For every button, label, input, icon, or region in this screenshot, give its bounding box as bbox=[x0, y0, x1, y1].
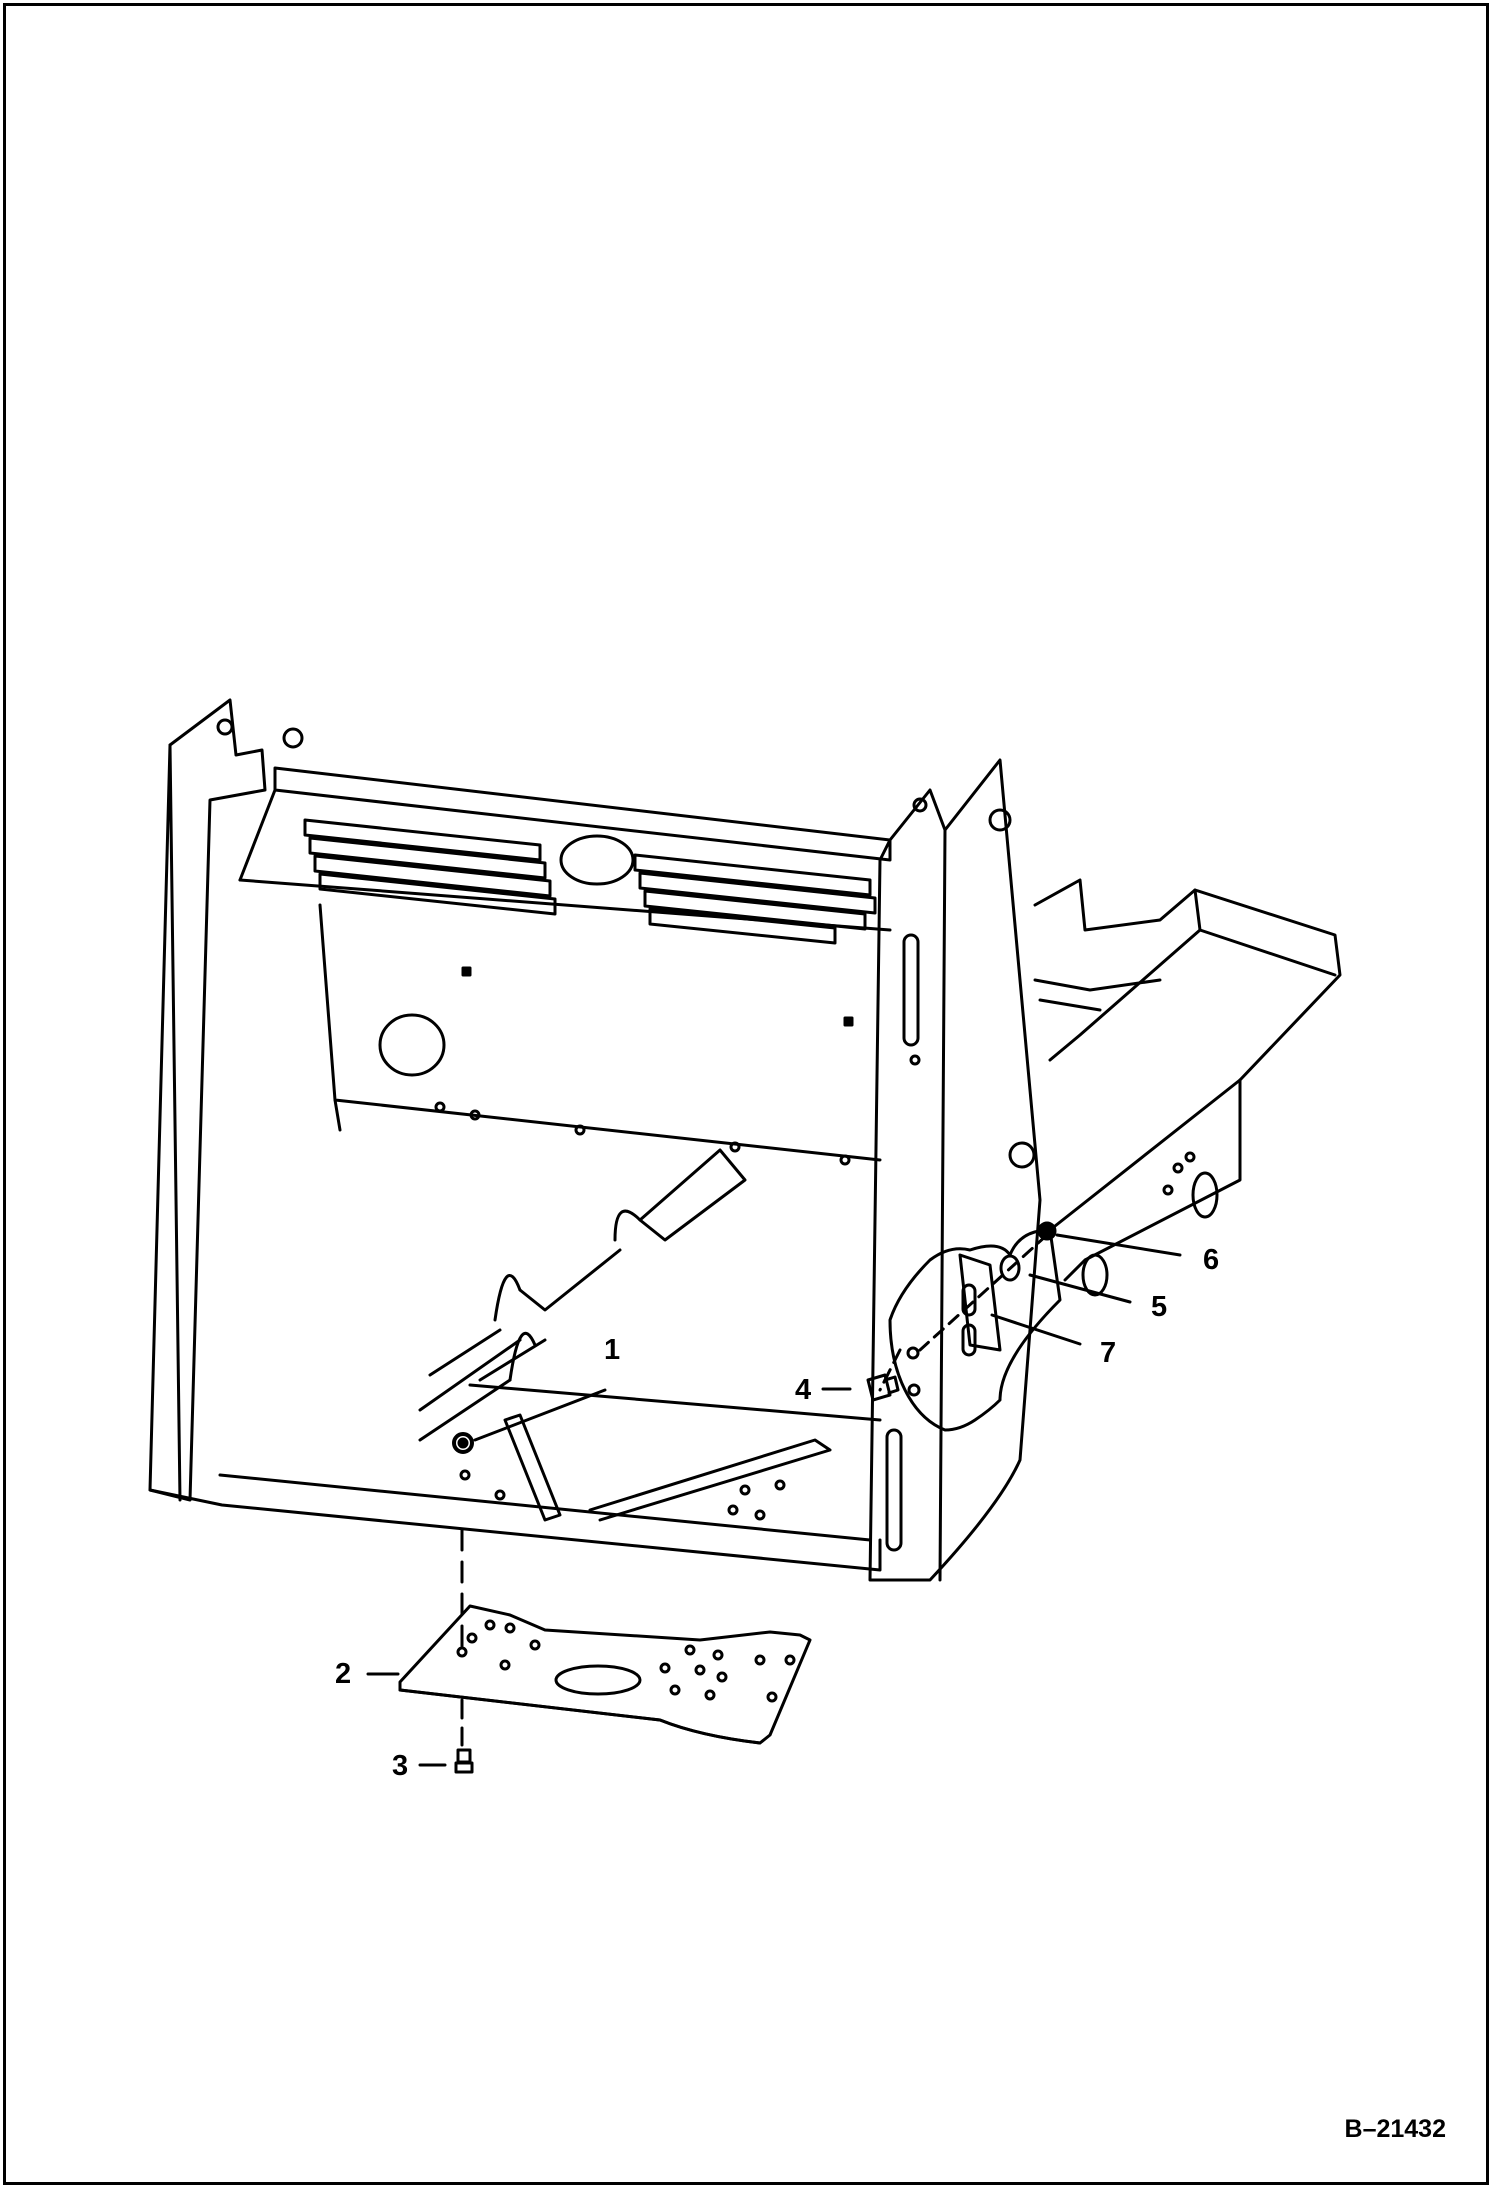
callout-6: 6 bbox=[1203, 1244, 1220, 1276]
callout-2: 2 bbox=[335, 1658, 352, 1690]
callout-3: 3 bbox=[392, 1750, 409, 1782]
top-grill bbox=[238, 766, 892, 945]
leader-lines bbox=[366, 1233, 1182, 1767]
figure-id: B–21432 bbox=[1344, 2115, 1446, 2143]
callout-4: 4 bbox=[795, 1374, 812, 1406]
right-rail bbox=[1033, 878, 1342, 1297]
floor-crossmembers bbox=[218, 1148, 882, 1542]
back-wall bbox=[318, 903, 882, 1166]
bolt-part-3 bbox=[454, 1748, 474, 1774]
right-side-panel bbox=[868, 758, 1042, 1582]
callout-7: 7 bbox=[1100, 1337, 1117, 1369]
callout-5: 5 bbox=[1151, 1291, 1168, 1323]
diagram-frame bbox=[3, 3, 1489, 2185]
callout-1: 1 bbox=[604, 1334, 621, 1366]
bolt-part-4 bbox=[866, 1373, 900, 1402]
plate-part-2 bbox=[398, 1604, 812, 1745]
left-side-panel bbox=[148, 698, 882, 1572]
cutaway-bracket bbox=[878, 1221, 1062, 1432]
